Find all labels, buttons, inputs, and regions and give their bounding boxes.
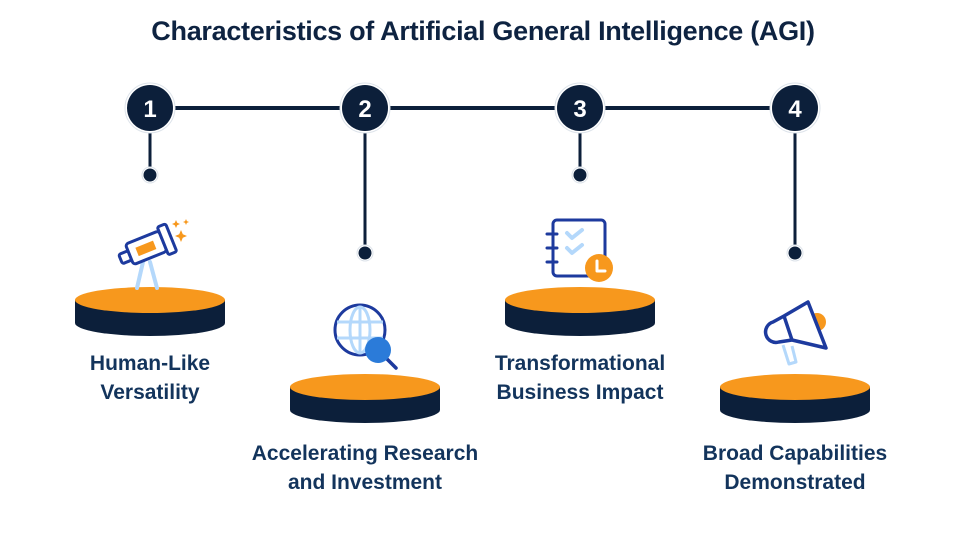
step-1-label-line1: Human-Like: [89, 352, 211, 375]
step-2-node: 2: [339, 82, 391, 262]
step-4-number: 4: [788, 96, 802, 123]
step-1-node: 1: [124, 82, 176, 184]
step-3-badge: [557, 85, 603, 131]
megaphone-icon: [763, 300, 828, 366]
telescope-icon: [117, 219, 189, 290]
step-3-label-line1: Transformational: [494, 352, 666, 375]
step-1-label: Human-Like Versatility: [50, 349, 250, 407]
globe-search-icon: [333, 303, 398, 370]
step-1-badge: [127, 85, 173, 131]
step-2-label-line1: Accelerating Research: [251, 442, 479, 465]
step-1-dot: [143, 168, 157, 182]
step-3-pedestal: [505, 287, 655, 336]
step-4-dot: [788, 246, 802, 260]
step-1-number: 1: [143, 96, 156, 123]
step-2-number: 2: [358, 96, 371, 123]
step-2-badge: [342, 85, 388, 131]
step-2-label-line2: and Investment: [287, 471, 443, 494]
step-4-badge: [772, 85, 818, 131]
step-2-dot: [358, 246, 372, 260]
step-1-pedestal: [75, 287, 225, 336]
step-3-number: 3: [573, 96, 586, 123]
checklist-clock-icon: [545, 218, 613, 282]
step-1-label-line2: Versatility: [100, 381, 200, 404]
step-3-dot: [573, 168, 587, 182]
step-3-node: 3: [554, 82, 606, 184]
step-3-label-line2: Business Impact: [496, 381, 664, 404]
step-4-node: 4: [769, 82, 821, 262]
step-2-label: Accelerating Research and Investment: [215, 439, 515, 497]
step-4-label-line1: Broad Capabilities: [702, 442, 888, 465]
step-4-pedestal: [720, 374, 870, 423]
step-4-label: Broad Capabilities Demonstrated: [670, 439, 920, 497]
page-title: Characteristics of Artificial General In…: [151, 16, 815, 46]
step-2-pedestal: [290, 374, 440, 423]
step-3-label: Transformational Business Impact: [460, 349, 700, 407]
step-4-label-line2: Demonstrated: [724, 471, 866, 494]
